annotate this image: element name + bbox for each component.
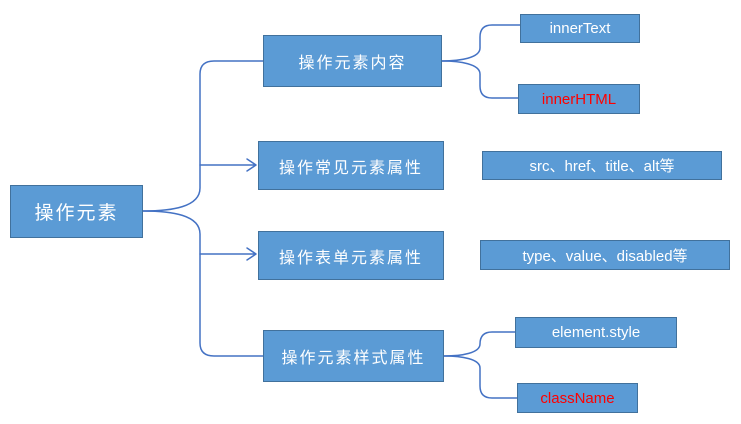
branch-node-element-content: 操作元素内容 — [263, 35, 442, 87]
brace-style-bottom-arm — [443, 355, 518, 399]
leaf-node-element-style: element.style — [515, 317, 677, 348]
arrow-to-form-attrs — [199, 247, 257, 261]
brace-style-top-arm — [443, 331, 516, 357]
leaf-node-classname: className — [517, 383, 638, 413]
leaf-node-innertext: innerText — [520, 14, 640, 43]
branch-node-common-attrs: 操作常见元素属性 — [258, 141, 444, 190]
leaf-node-innerhtml: innerHTML — [518, 84, 640, 114]
branch-node-style-attrs: 操作元素样式属性 — [263, 330, 444, 382]
brace-content-bottom-arm — [441, 60, 519, 99]
branch-node-form-attrs: 操作表单元素属性 — [258, 231, 444, 280]
brace-root-bottom-arm — [142, 210, 264, 357]
brace-content-top-arm — [441, 24, 521, 62]
arrow-to-common-attrs — [199, 158, 257, 172]
leaf-node-type-value-disabled: type、value、disabled等 — [480, 240, 730, 270]
leaf-node-src-href-title-alt: src、href、title、alt等 — [482, 151, 722, 180]
root-node-element-ops: 操作元素 — [10, 185, 143, 238]
brace-root-top-arm — [142, 60, 264, 212]
